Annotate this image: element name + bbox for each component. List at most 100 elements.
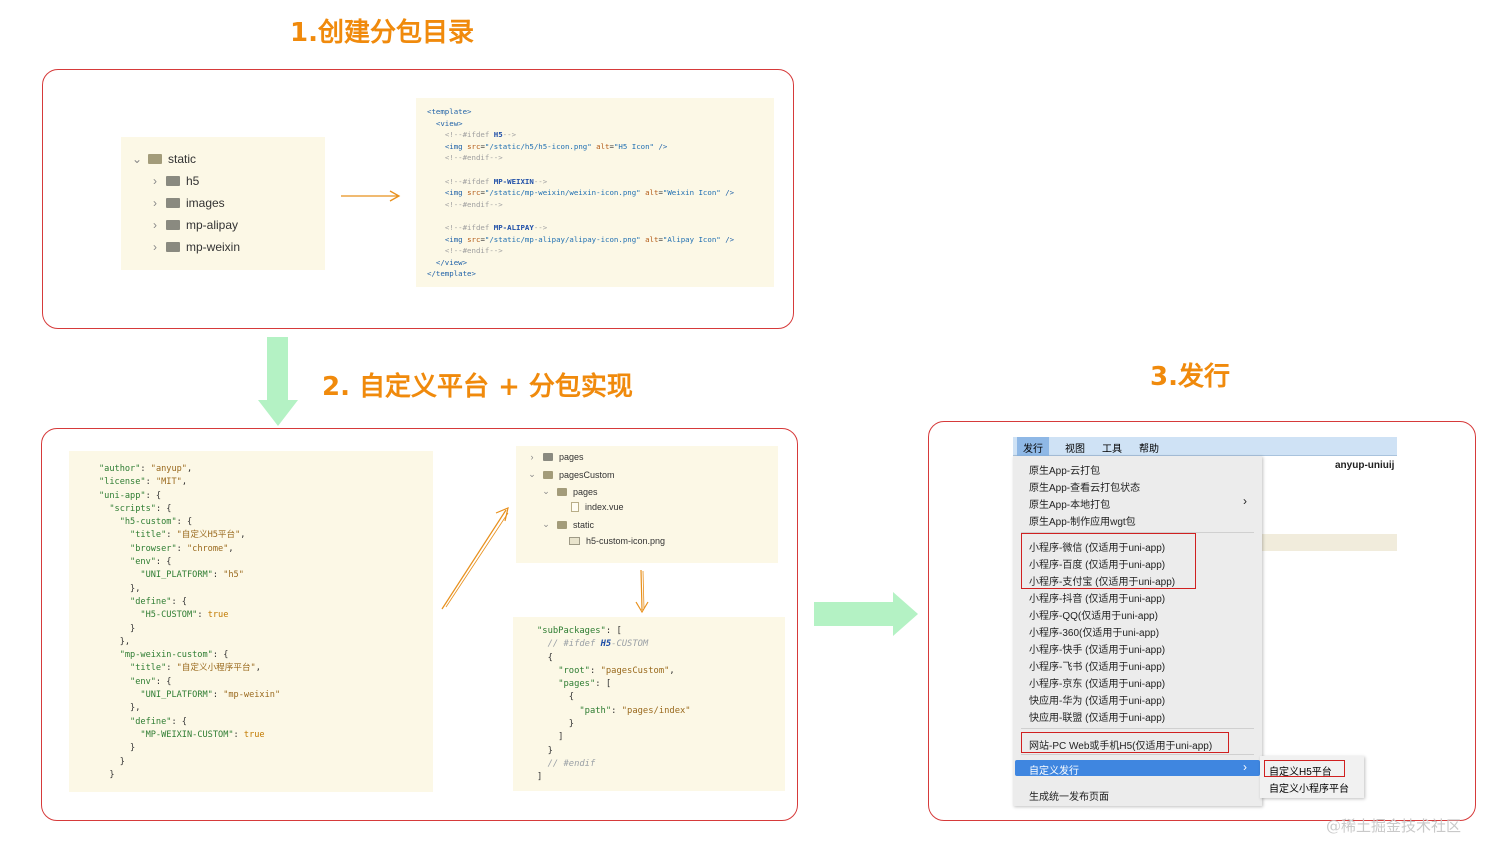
folder-icon [543,453,553,461]
watermark: @稀土掘金技术社区 [1326,817,1462,835]
step1-frame [42,69,794,329]
menu-item-mp-baidu[interactable]: 小程序-百度 (仅适用于uni-app) [1029,560,1166,571]
tree-item-mp-weixin[interactable]: › mp-weixin [150,240,240,254]
code-line: "H5-CUSTOM": true [140,610,229,621]
chevron-right-icon: › [1243,494,1247,508]
code-line: <template> [427,107,472,116]
submenu-item-custom-mp[interactable]: 自定义小程序平台 [1269,784,1349,795]
menu-item-web-h5[interactable]: 网站-PC Web或手机H5(仅适用于uni-app) [1029,741,1213,752]
green-arrow-down [258,337,298,426]
code-line: </view> [435,257,468,267]
folder-icon [166,198,180,208]
code-line: <img src="/static/mp-alipay/alipay-icon.… [444,234,735,244]
code-line: } [99,769,115,780]
code-line: "license": "MIT", [99,477,187,488]
chevron-right-icon: › [153,196,157,210]
menu-item-quickapp-union[interactable]: 快应用-联盟 (仅适用于uni-app) [1029,713,1166,724]
menu-item-mp-qq[interactable]: 小程序-QQ(仅适用于uni-app) [1029,611,1158,622]
tree2-pagescustom[interactable]: ⌄ pagesCustom [527,469,614,480]
menu-item-app-cloud[interactable]: 原生App-云打包 [1029,466,1101,477]
folder-icon [166,220,180,230]
menu-separator [1021,728,1254,729]
tree-static-root[interactable]: ⌄ static [132,152,196,166]
code-line: "browser": "chrome", [130,543,234,554]
menu-item-mp-alipay[interactable]: 小程序-支付宝 (仅适用于uni-app) [1029,577,1176,588]
tree2-sub-pages-label: pages [573,486,598,497]
tree-root-label: static [168,152,197,166]
template-code: <template> <view> <!--#ifdef H5--> <img … [427,106,734,280]
publish-menu: 原生App-云打包 原生App-查看云打包状态 原生App-本地打包 › 原生A… [1013,456,1262,806]
submenu-item-custom-h5[interactable]: 自定义H5平台 [1269,767,1332,778]
menu-item-mp-feishu[interactable]: 小程序-飞书 (仅适用于uni-app) [1029,662,1166,673]
code-line: <!--#ifdef MP-WEIXIN--> [444,176,548,186]
menu-separator [1021,754,1254,755]
menu-separator [1021,532,1254,533]
chevron-right-icon: › [153,240,157,254]
code-line: } [99,623,136,634]
chevron-right-icon: › [153,218,157,232]
arrow-tree-to-subpackages [635,569,649,614]
tree2-icon-file[interactable]: h5-custom-icon.png [569,536,665,546]
file-icon [571,502,579,512]
arrow-tree-to-template [341,190,401,202]
menu-item-app-local[interactable]: 原生App-本地打包 [1029,500,1111,511]
code-line: "title": "自定义小程序平台", [130,663,261,674]
code-line: "define": { [130,596,187,607]
code-line: } [99,743,136,754]
menu-bar-tools[interactable]: 工具 [1102,444,1122,455]
tree2-static[interactable]: ⌄ static [541,519,594,530]
menu-item-mp-weixin[interactable]: 小程序-微信 (仅适用于uni-app) [1029,543,1166,554]
chevron-down-icon: ⌄ [528,469,536,479]
tree-item-mp-alipay[interactable]: › mp-alipay [150,218,238,232]
code-line: ] [537,772,543,783]
menu-item-app-cloud-status[interactable]: 原生App-查看云打包状态 [1029,483,1141,494]
code-line: <!--#endif--> [444,153,503,163]
menu-item-generate-page[interactable]: 生成统一发布页面 [1029,792,1109,803]
chevron-right-icon: › [530,452,534,462]
tree-item-images[interactable]: › images [150,196,225,210]
code-line: </template> [427,269,476,279]
chevron-down-icon: ⌄ [542,519,550,529]
code-line: "uni-app": { [99,490,162,501]
menu-bar-publish[interactable]: 发行 [1017,437,1049,457]
custom-publish-label: 自定义发行 [1029,766,1079,777]
folder-open-icon [557,487,567,496]
tree-item-label: mp-weixin [186,240,241,254]
code-line: "pages": [ [558,679,612,690]
code-line: <img src="/static/mp-weixin/weixin-icon.… [444,188,735,198]
chevron-right-icon: › [1243,760,1247,774]
code-line: <img src="/static/h5/h5-icon.png" alt="H… [444,141,668,151]
menu-item-mp-360[interactable]: 小程序-360(仅适用于uni-app) [1029,628,1160,639]
code-line: "MP-WEIXIN-CUSTOM": true [140,729,265,740]
tree-item-label: images [186,196,225,210]
tree-item-label: mp-alipay [186,218,239,232]
tree-item-h5[interactable]: › h5 [150,174,199,188]
code-line [427,210,734,222]
tree2-index-file[interactable]: index.vue [571,502,624,512]
project-name: anyup-uniuij [1335,460,1395,471]
green-arrow-right [814,592,918,636]
tree2-pages[interactable]: › pages [527,452,584,462]
code-line: "UNI_PLATFORM": "mp-weixin" [140,690,281,701]
code-line: "env": { [130,557,172,568]
menu-item-custom-publish[interactable]: 自定义发行 › [1015,760,1260,777]
menu-item-mp-kuaishou[interactable]: 小程序-快手 (仅适用于uni-app) [1029,645,1166,656]
menu-item-quickapp-huawei[interactable]: 快应用-华为 (仅适用于uni-app) [1029,696,1166,707]
tree2-sub-pages[interactable]: ⌄ pages [541,486,598,497]
chevron-down-icon: ⌄ [542,486,550,496]
code-line: "title": "自定义H5平台", [130,530,246,541]
chevron-right-icon: › [153,174,157,188]
code-line: } [537,745,553,756]
menu-item-mp-jd[interactable]: 小程序-京东 (仅适用于uni-app) [1029,679,1166,690]
menu-bar-view[interactable]: 视图 [1065,444,1085,455]
tree2-index-label: index.vue [585,502,624,512]
menu-item-mp-douyin[interactable]: 小程序-抖音 (仅适用于uni-app) [1029,594,1166,605]
menu-item-app-wgt[interactable]: 原生App-制作应用wgt包 [1029,517,1136,528]
step3-frame [928,421,1476,821]
tree-item-label: h5 [186,174,200,188]
menu-bar-help[interactable]: 帮助 [1139,444,1159,455]
subpackages-code: "subPackages": [ // #ifdef H5-CUSTOM { "… [537,625,691,785]
highlight-miniprogram-box [1021,533,1196,589]
code-line: <!--#endif--> [444,199,503,209]
code-line: "scripts": { [109,503,172,514]
